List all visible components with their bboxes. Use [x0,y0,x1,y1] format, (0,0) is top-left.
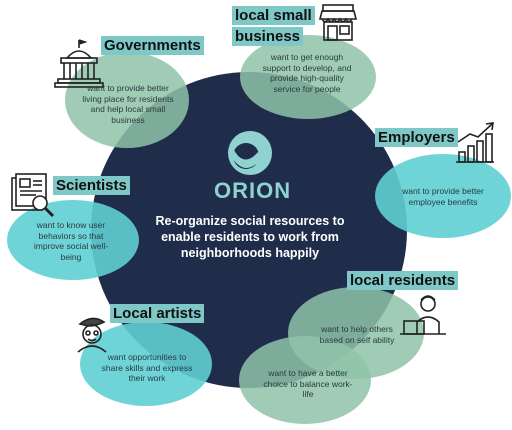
local-small-business-description: want to get enough support to develop, a… [262,52,352,94]
scientists-bubble [7,200,139,280]
scientists-label: Scientists [53,176,130,195]
employers-description: want to provide better employee benefits [402,186,484,207]
remote-worker-icon [400,295,446,335]
local-residents-balance-description: want to have a better choice to balance … [263,368,353,399]
orion-logo-mark [228,131,272,175]
employers-bubble [375,154,511,238]
governments-bubble [65,52,189,148]
local-artists-label: Local artists [110,304,205,323]
local-residents-help-description: want to help others based on self abilit… [319,324,395,345]
mission-statement: Re-organize social resources to enable r… [155,214,345,260]
local-small-business-label-line1: local small [232,6,315,25]
artist-icon [77,317,107,353]
governments-description: want to provide better living place for … [82,83,174,125]
local-artists-description: want opportunities to share skills and e… [101,352,193,383]
local-small-business-bubble [240,35,376,119]
governments-label: Governments [101,36,204,55]
government-building-icon [54,39,104,88]
local-small-business-label-line2: business [232,27,304,46]
research-document-icon [11,173,55,218]
orion-logo-text: ORION [214,178,292,203]
local-residents-label: local residents [347,271,459,290]
residents-balance-bubble [239,336,371,424]
storefront-icon [318,4,358,41]
growth-chart-icon [456,122,494,163]
employers-label: Employers [375,128,458,147]
artists-bubble [80,322,212,406]
scientists-description: want to know user behaviors so that impr… [33,220,109,262]
